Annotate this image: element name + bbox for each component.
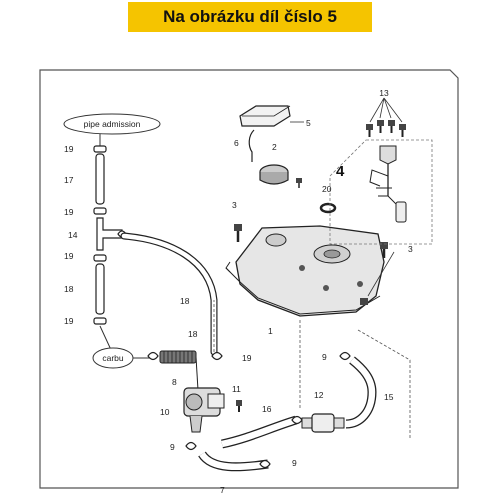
hose-18-long bbox=[120, 232, 218, 356]
label-1: 1 bbox=[268, 326, 273, 336]
fuel-gauge-sender-4 bbox=[369, 145, 407, 223]
label-16: 16 bbox=[262, 404, 272, 414]
gauge-sender-box bbox=[329, 139, 433, 245]
clamp-19-mid bbox=[93, 207, 107, 215]
leader-line bbox=[367, 251, 395, 297]
label-10: 10 bbox=[160, 407, 170, 417]
label-19-d: 19 bbox=[64, 316, 74, 326]
tray-5 bbox=[239, 105, 291, 127]
pipe-admission-text: pipe admission bbox=[84, 119, 141, 129]
label-12: 12 bbox=[314, 390, 324, 400]
clamp-19-top bbox=[93, 145, 107, 153]
clamp-19-lower bbox=[93, 254, 107, 262]
clamp-9-tap bbox=[185, 441, 197, 451]
tube-6 bbox=[248, 129, 255, 162]
label-11: 11 bbox=[232, 384, 241, 394]
hose-17 bbox=[95, 153, 105, 205]
washer-20 bbox=[319, 202, 337, 214]
label-3-right: 3 bbox=[408, 244, 413, 254]
diagram-frame bbox=[39, 69, 459, 489]
label-9-c: 9 bbox=[322, 352, 327, 362]
fuel-tank-1 bbox=[225, 225, 385, 317]
label-2: 2 bbox=[272, 142, 277, 152]
label-18-b: 18 bbox=[180, 296, 190, 306]
label-9-b: 9 bbox=[292, 458, 297, 468]
clamp-9-mid bbox=[291, 415, 303, 425]
fuel-cap-2 bbox=[259, 164, 289, 185]
label-19-e: 19 bbox=[242, 353, 252, 363]
label-8: 8 bbox=[172, 377, 177, 387]
bolt-3-right bbox=[360, 242, 388, 305]
clamp-9-right bbox=[339, 351, 351, 361]
label-7: 7 bbox=[220, 485, 225, 495]
label-19-b: 19 bbox=[64, 207, 74, 217]
clamp-9-left bbox=[147, 351, 159, 361]
screw-11 bbox=[236, 400, 242, 412]
clamp-9-bottom bbox=[259, 459, 271, 469]
label-18-c: 18 bbox=[188, 329, 198, 339]
label-15: 15 bbox=[384, 392, 394, 402]
label-17: 17 bbox=[64, 175, 74, 185]
fuel-filter-12 bbox=[301, 413, 345, 433]
label-19-a: 19 bbox=[64, 144, 74, 154]
label-14: 14 bbox=[68, 230, 78, 240]
carbu-text: carbu bbox=[102, 353, 124, 363]
screw-cap bbox=[296, 178, 302, 188]
fuel-tap-10 bbox=[183, 387, 225, 433]
bolt-3-left bbox=[234, 224, 242, 242]
clamp-19-right bbox=[211, 351, 223, 361]
label-3-left: 3 bbox=[232, 200, 237, 210]
label-5: 5 bbox=[306, 118, 311, 128]
label-18-a: 18 bbox=[64, 284, 74, 294]
label-19-c: 19 bbox=[64, 251, 74, 261]
title-banner: Na obrázku díl číslo 5 bbox=[128, 2, 372, 32]
clamp-19-bottom bbox=[93, 317, 107, 325]
title-text: Na obrázku díl číslo 5 bbox=[163, 7, 337, 26]
label-9-a: 9 bbox=[170, 442, 175, 452]
pipe-admission-callout bbox=[63, 113, 161, 135]
leader-line bbox=[369, 97, 403, 123]
hose-8 bbox=[159, 350, 197, 364]
tank-outline-leader bbox=[213, 300, 411, 440]
bolts-13 bbox=[366, 120, 406, 137]
label-4: 4 bbox=[336, 163, 345, 180]
label-20: 20 bbox=[322, 184, 332, 194]
label-6: 6 bbox=[234, 138, 239, 148]
label-13: 13 bbox=[379, 88, 389, 98]
hose-18-left bbox=[95, 263, 105, 315]
leader-line bbox=[195, 356, 199, 391]
